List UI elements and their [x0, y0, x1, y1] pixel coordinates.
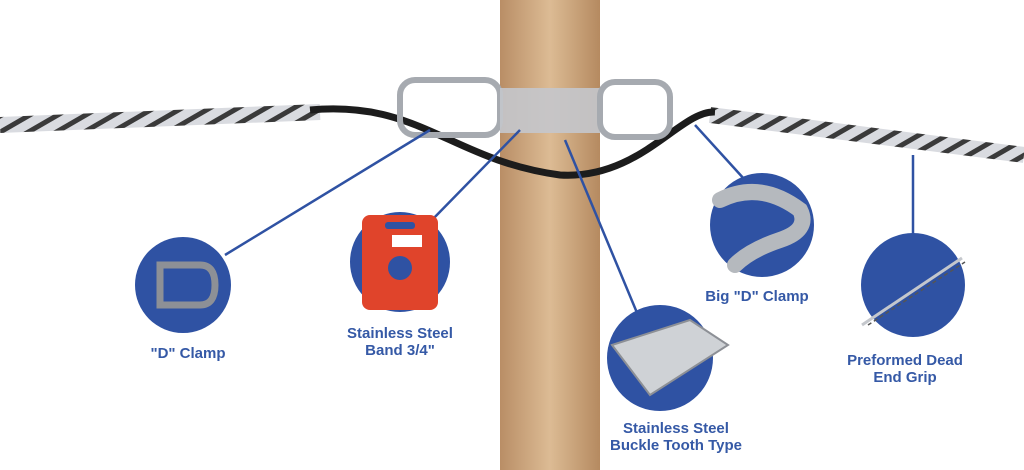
band-hardware	[500, 88, 600, 133]
big-d-clamp-label: Big "D" Clamp	[705, 288, 809, 305]
d-clamp-label: "D" Clamp	[150, 345, 226, 362]
utility-pole	[500, 0, 600, 470]
right-cable	[708, 107, 1024, 163]
dead-end-grip-circle	[861, 233, 965, 337]
d-clamp-circle	[135, 237, 231, 333]
big-d-clamp-hardware	[597, 79, 673, 140]
buckle-icon	[610, 318, 730, 397]
leader-lines	[224, 124, 915, 321]
band-reel-icon	[362, 215, 438, 310]
left-cable	[0, 104, 321, 133]
jumper-cable	[309, 105, 716, 179]
dead-end-grip-wire	[867, 261, 966, 326]
dead-end-grip-icon	[861, 256, 963, 327]
d-clamp-icon	[156, 261, 219, 309]
big-d-clamp-icon	[712, 184, 811, 273]
